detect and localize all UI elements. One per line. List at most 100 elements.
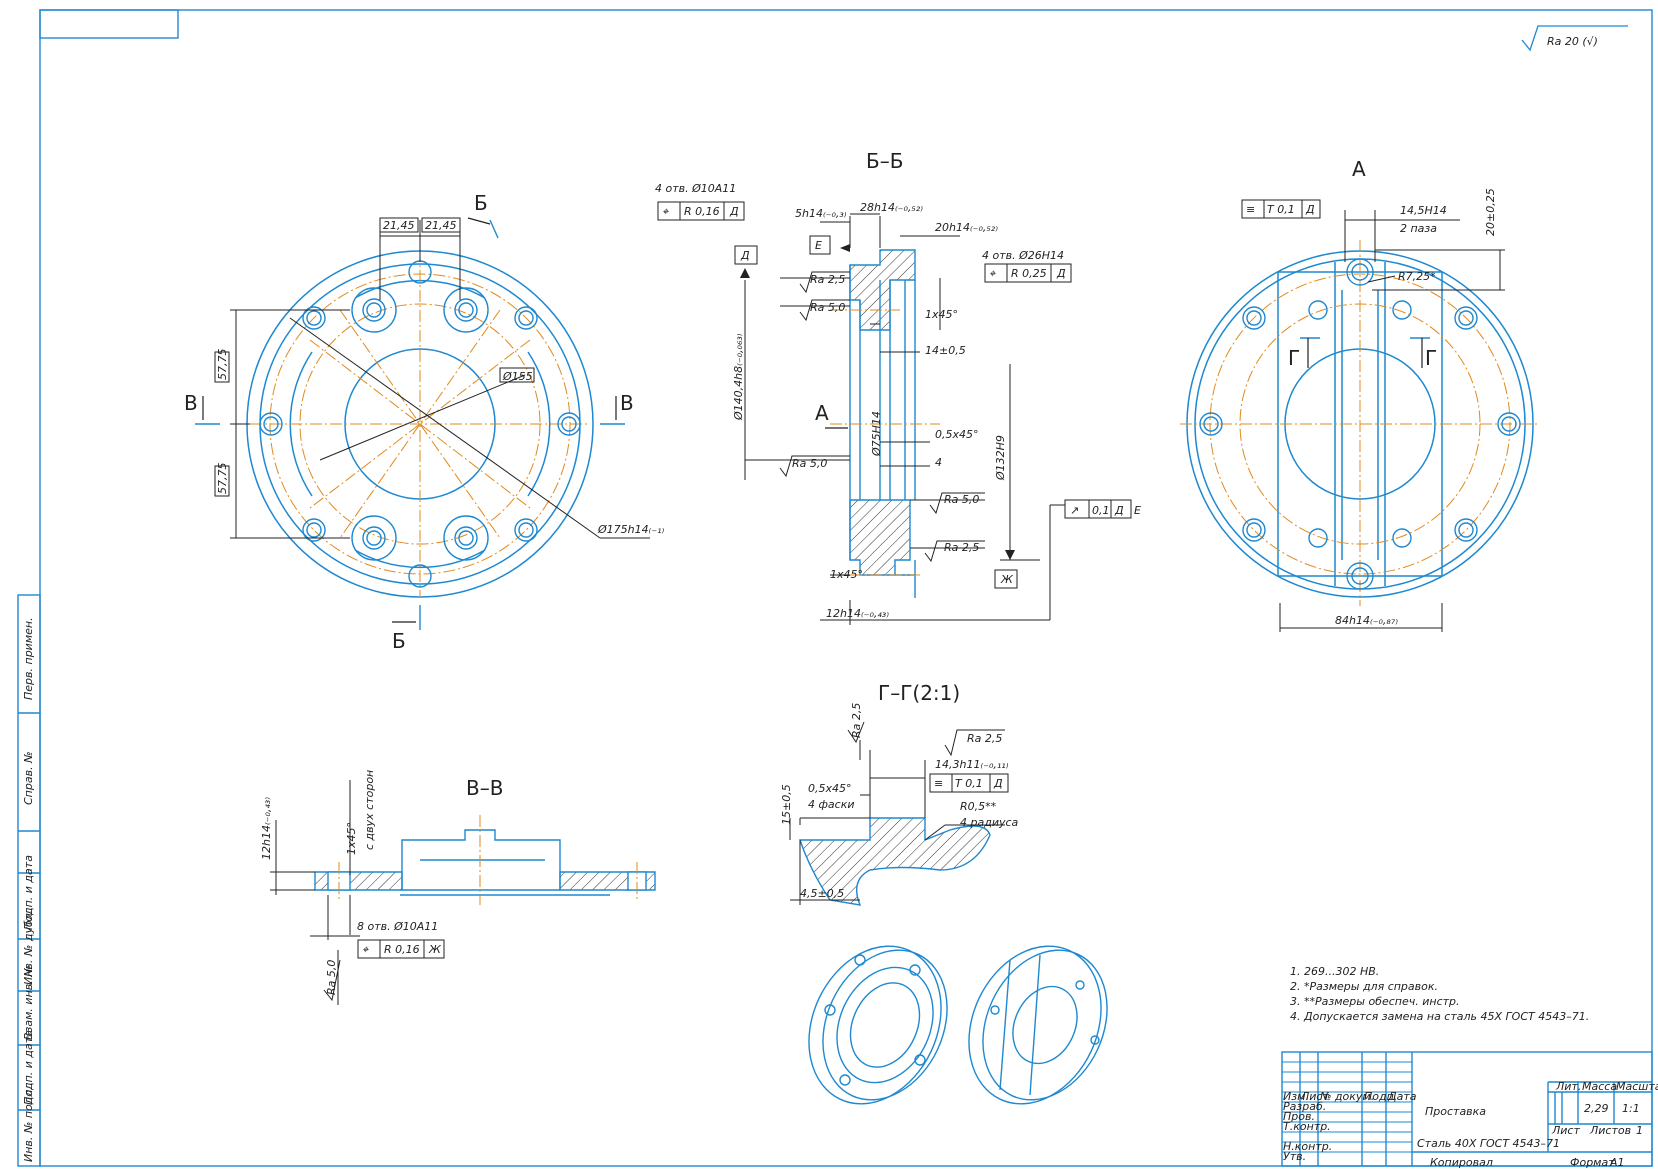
general-roughness: Ra 20 (√): [1521, 25, 1628, 52]
tb-sheets-label: Листов: [1589, 1124, 1631, 1137]
va-cut-g-right: Г: [1425, 346, 1437, 370]
bb-dim-28h14: 28h14₍₋₀,₅₂₎: [860, 201, 923, 214]
va-tol-sym: ≡: [1246, 203, 1255, 216]
bb-tol-pos1-sym: ⌖: [662, 205, 669, 218]
bb-tol-runout-sym: ↗: [1070, 504, 1079, 517]
vv-holes-note: 8 отв. Ø10A11: [357, 920, 438, 933]
tb-row-nkontr: Н.контр.: [1283, 1140, 1332, 1153]
side-stamp-2: Справ. №: [22, 751, 35, 805]
view-a-title: А: [1352, 157, 1366, 181]
bb-tol-pos2-value: R 0,25: [1011, 267, 1047, 280]
bb-dim-14: 14±0,5: [925, 344, 966, 357]
va-slots: 2 паза: [1400, 222, 1437, 235]
tb-col-podp: Подп.: [1364, 1090, 1397, 1103]
tb-format: Формат: [1570, 1156, 1615, 1169]
bb-holes-note2: 4 отв. Ø26H14: [982, 249, 1064, 262]
va-dim-84: 84h14₍₋₀,₈₇₎: [1335, 614, 1398, 627]
bb-view-a: А: [815, 401, 829, 425]
bb-chamfer-1x45-b: 1x45°: [830, 568, 863, 581]
gg-tol-sym: ≡: [934, 777, 943, 790]
bb-base-e: Е: [815, 239, 822, 252]
gg-ra25-b: Ra 2,5: [967, 732, 1002, 745]
cut-v-right: В: [620, 391, 634, 415]
technical-notes: 1. 269...302 НВ. 2. *Размеры для справок…: [1290, 965, 1589, 1023]
tb-row-utv: Утв.: [1283, 1150, 1306, 1163]
tb-row-prov: Пров.: [1283, 1110, 1315, 1123]
general-roughness-text: Ra 20 (√): [1547, 35, 1598, 48]
side-stamp-3: Подп. и дата: [22, 855, 35, 930]
bb-base-d: Д: [740, 249, 750, 262]
bb-dim-20h14: 20h14₍₋₀,₅₂₎: [935, 221, 998, 234]
vv-ra: Ra 5,0: [325, 960, 338, 995]
tb-row-tkontr: Т.контр.: [1283, 1120, 1331, 1133]
cut-b-bottom: Б: [392, 629, 406, 653]
bb-ra25-a: Ra 2,5: [810, 273, 845, 286]
bb-dim-12h14: 12h14₍₋₀,₄₃₎: [826, 607, 889, 620]
bb-ra50-a: Ra 5,0: [810, 301, 845, 314]
dim-2145-left: 21,45: [383, 219, 415, 232]
gg-hatch: [799, 817, 991, 906]
tb-col-data: Дата: [1387, 1090, 1417, 1103]
bb-tol-pos2-sym: ⌖: [989, 267, 996, 280]
bb-dim-d140: Ø140,4h8₍₋₀,₀₆₃₎: [732, 333, 745, 421]
tb-row-razrab: Разраб.: [1283, 1100, 1326, 1113]
vv-tol-base: Ж: [428, 943, 442, 956]
tb-sheet-label: Лист: [1551, 1124, 1580, 1137]
tb-scale: 1:1: [1622, 1102, 1640, 1115]
tb-col-lit: Лит.: [1555, 1080, 1581, 1093]
side-stamp: Перв. примен. Справ. № Подп. и дата Инв.…: [22, 617, 35, 1162]
gg-radius: R0,5**: [960, 800, 997, 813]
section-bb-hatch-bottom: [849, 499, 911, 576]
va-dim-145: 14,5H14: [1400, 204, 1447, 217]
tb-material: Сталь 40Х ГОСТ 4543–71: [1417, 1137, 1560, 1150]
vv-tol-value: R 0,16: [384, 943, 420, 956]
dim-5775-top: 57,75: [216, 349, 229, 381]
note-1: 1. 269...302 НВ.: [1290, 965, 1379, 978]
gg-radius-note: 4 радиуса: [960, 816, 1019, 829]
side-stamp-7: Инв. № подл.: [22, 1086, 35, 1162]
va-tol-base: Д: [1305, 203, 1315, 216]
gg-dim-143: 14,3h11₍₋₀,₁₁₎: [935, 758, 1009, 771]
bb-tol-runout-b2: Е: [1134, 504, 1141, 517]
bb-dim-d75: Ø75H14: [870, 411, 883, 457]
bb-chamfer-05x45: 0,5x45°: [935, 428, 979, 441]
gg-ra25-a: Ra 2,5: [850, 703, 863, 738]
bb-tol-pos1-base: Д: [729, 205, 739, 218]
sheet-frame: [17, 9, 1653, 1167]
section-gg-title: Г–Г(2:1): [878, 681, 960, 705]
vv-dim-12: 12h14₍₋₀,₄₃₎: [260, 797, 273, 860]
bb-ra25-b: Ra 2,5: [944, 541, 979, 554]
bb-tol-pos2-base: Д: [1056, 267, 1066, 280]
va-dim-r725: R7,25*: [1398, 270, 1436, 283]
gg-dim-15: 15±0,5: [780, 784, 793, 825]
side-stamp-4: Инв. № дубл.: [22, 910, 35, 985]
gg-dim-45: 4,5±0,5: [800, 887, 844, 900]
side-stamp-6: Подп. и дата: [22, 1030, 35, 1105]
bb-tol-runout-b1: Д: [1114, 504, 1124, 517]
bb-ra50-c: Ra 5,0: [944, 493, 979, 506]
vv-tol-sym: ⌖: [362, 943, 369, 956]
tb-col-ndoc: № докум.: [1319, 1090, 1374, 1103]
bb-ra50-b: Ra 5,0: [792, 457, 827, 470]
tb-copied: Копировал: [1430, 1156, 1493, 1169]
dim-d155: Ø155: [502, 370, 533, 383]
side-stamp-1: Перв. примен.: [22, 617, 35, 700]
bb-tol-pos1-value: R 0,16: [684, 205, 720, 218]
tb-mass: 2,29: [1584, 1102, 1609, 1115]
tb-part-name: Проставка: [1425, 1105, 1486, 1118]
gg-tol-value: T 0,1: [955, 777, 983, 790]
vv-chamfer-note: с двух сторон: [363, 770, 376, 850]
note-3: 3. **Размеры обеспеч. инстр.: [1290, 995, 1460, 1008]
dim-d175: Ø175h14₍₋₁₎: [597, 523, 665, 536]
tb-format-value: А1: [1609, 1156, 1625, 1169]
bb-holes-note: 4 отв. Ø10A11: [655, 182, 736, 195]
view-a: А: [1180, 157, 1540, 632]
title-block: Изм. Лист № докум. Подп. Дата Разраб. Пр…: [1281, 1051, 1658, 1169]
tb-sheets-value: 1: [1636, 1124, 1643, 1137]
gg-chamfer-note: 4 фаски: [808, 798, 854, 811]
isometric-views: [808, 945, 1108, 1105]
note-2: 2. *Размеры для справок.: [1290, 980, 1438, 993]
gg-chamfer: 0,5x45°: [808, 782, 852, 795]
gg-tol-base: Д: [993, 777, 1003, 790]
